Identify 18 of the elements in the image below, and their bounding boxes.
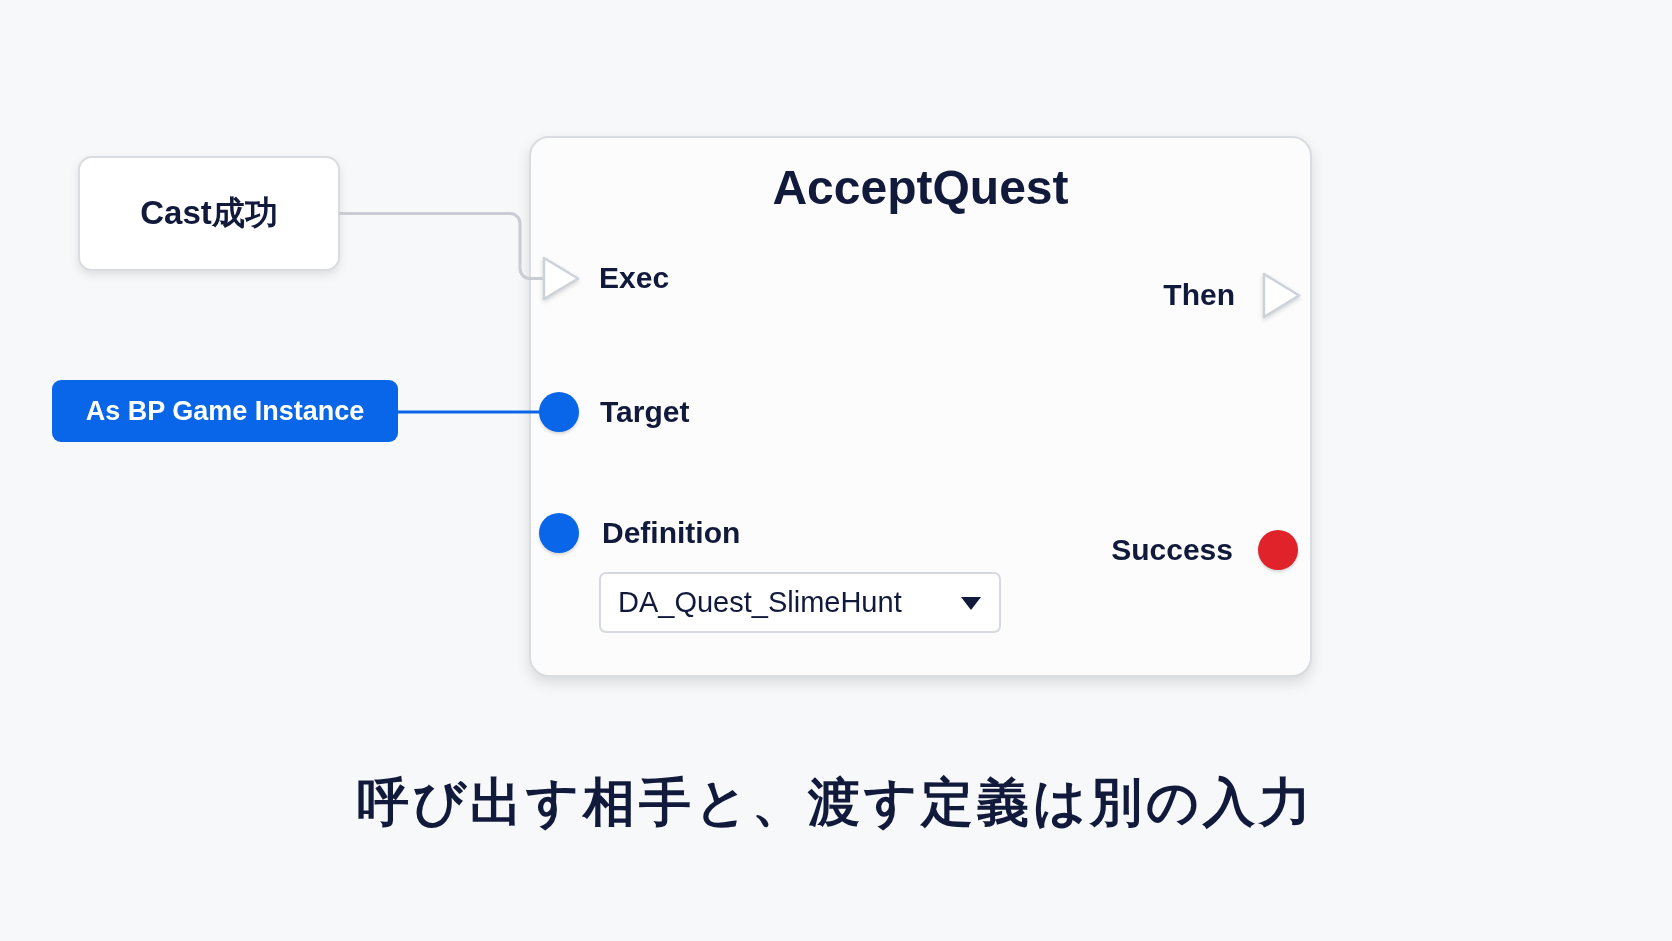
circle-pin-icon — [539, 513, 579, 553]
pin-label: Definition — [602, 515, 741, 551]
caption-text: 呼び出す相手と、渡す定義は別の入力 — [356, 772, 1316, 833]
circle-pin-icon — [1258, 530, 1298, 570]
circle-pin-icon — [539, 392, 579, 432]
triangle-pin-icon — [1262, 272, 1301, 319]
function-node — [529, 136, 1312, 677]
pin-label: Target — [600, 394, 690, 430]
connector-line — [396, 410, 541, 414]
node-box: Cast成功 — [78, 156, 340, 271]
pin-label: Success — [1111, 532, 1233, 568]
dropdown-field: DA_Quest_SlimeHunt — [599, 572, 1001, 633]
triangle-pin-icon — [542, 256, 580, 301]
node-title: AcceptQuest — [771, 160, 1070, 216]
connector-line — [338, 212, 544, 280]
pin-label: Then — [1163, 277, 1235, 313]
node-box: As BP Game Instance — [52, 380, 398, 442]
pin-label: Exec — [599, 260, 670, 296]
